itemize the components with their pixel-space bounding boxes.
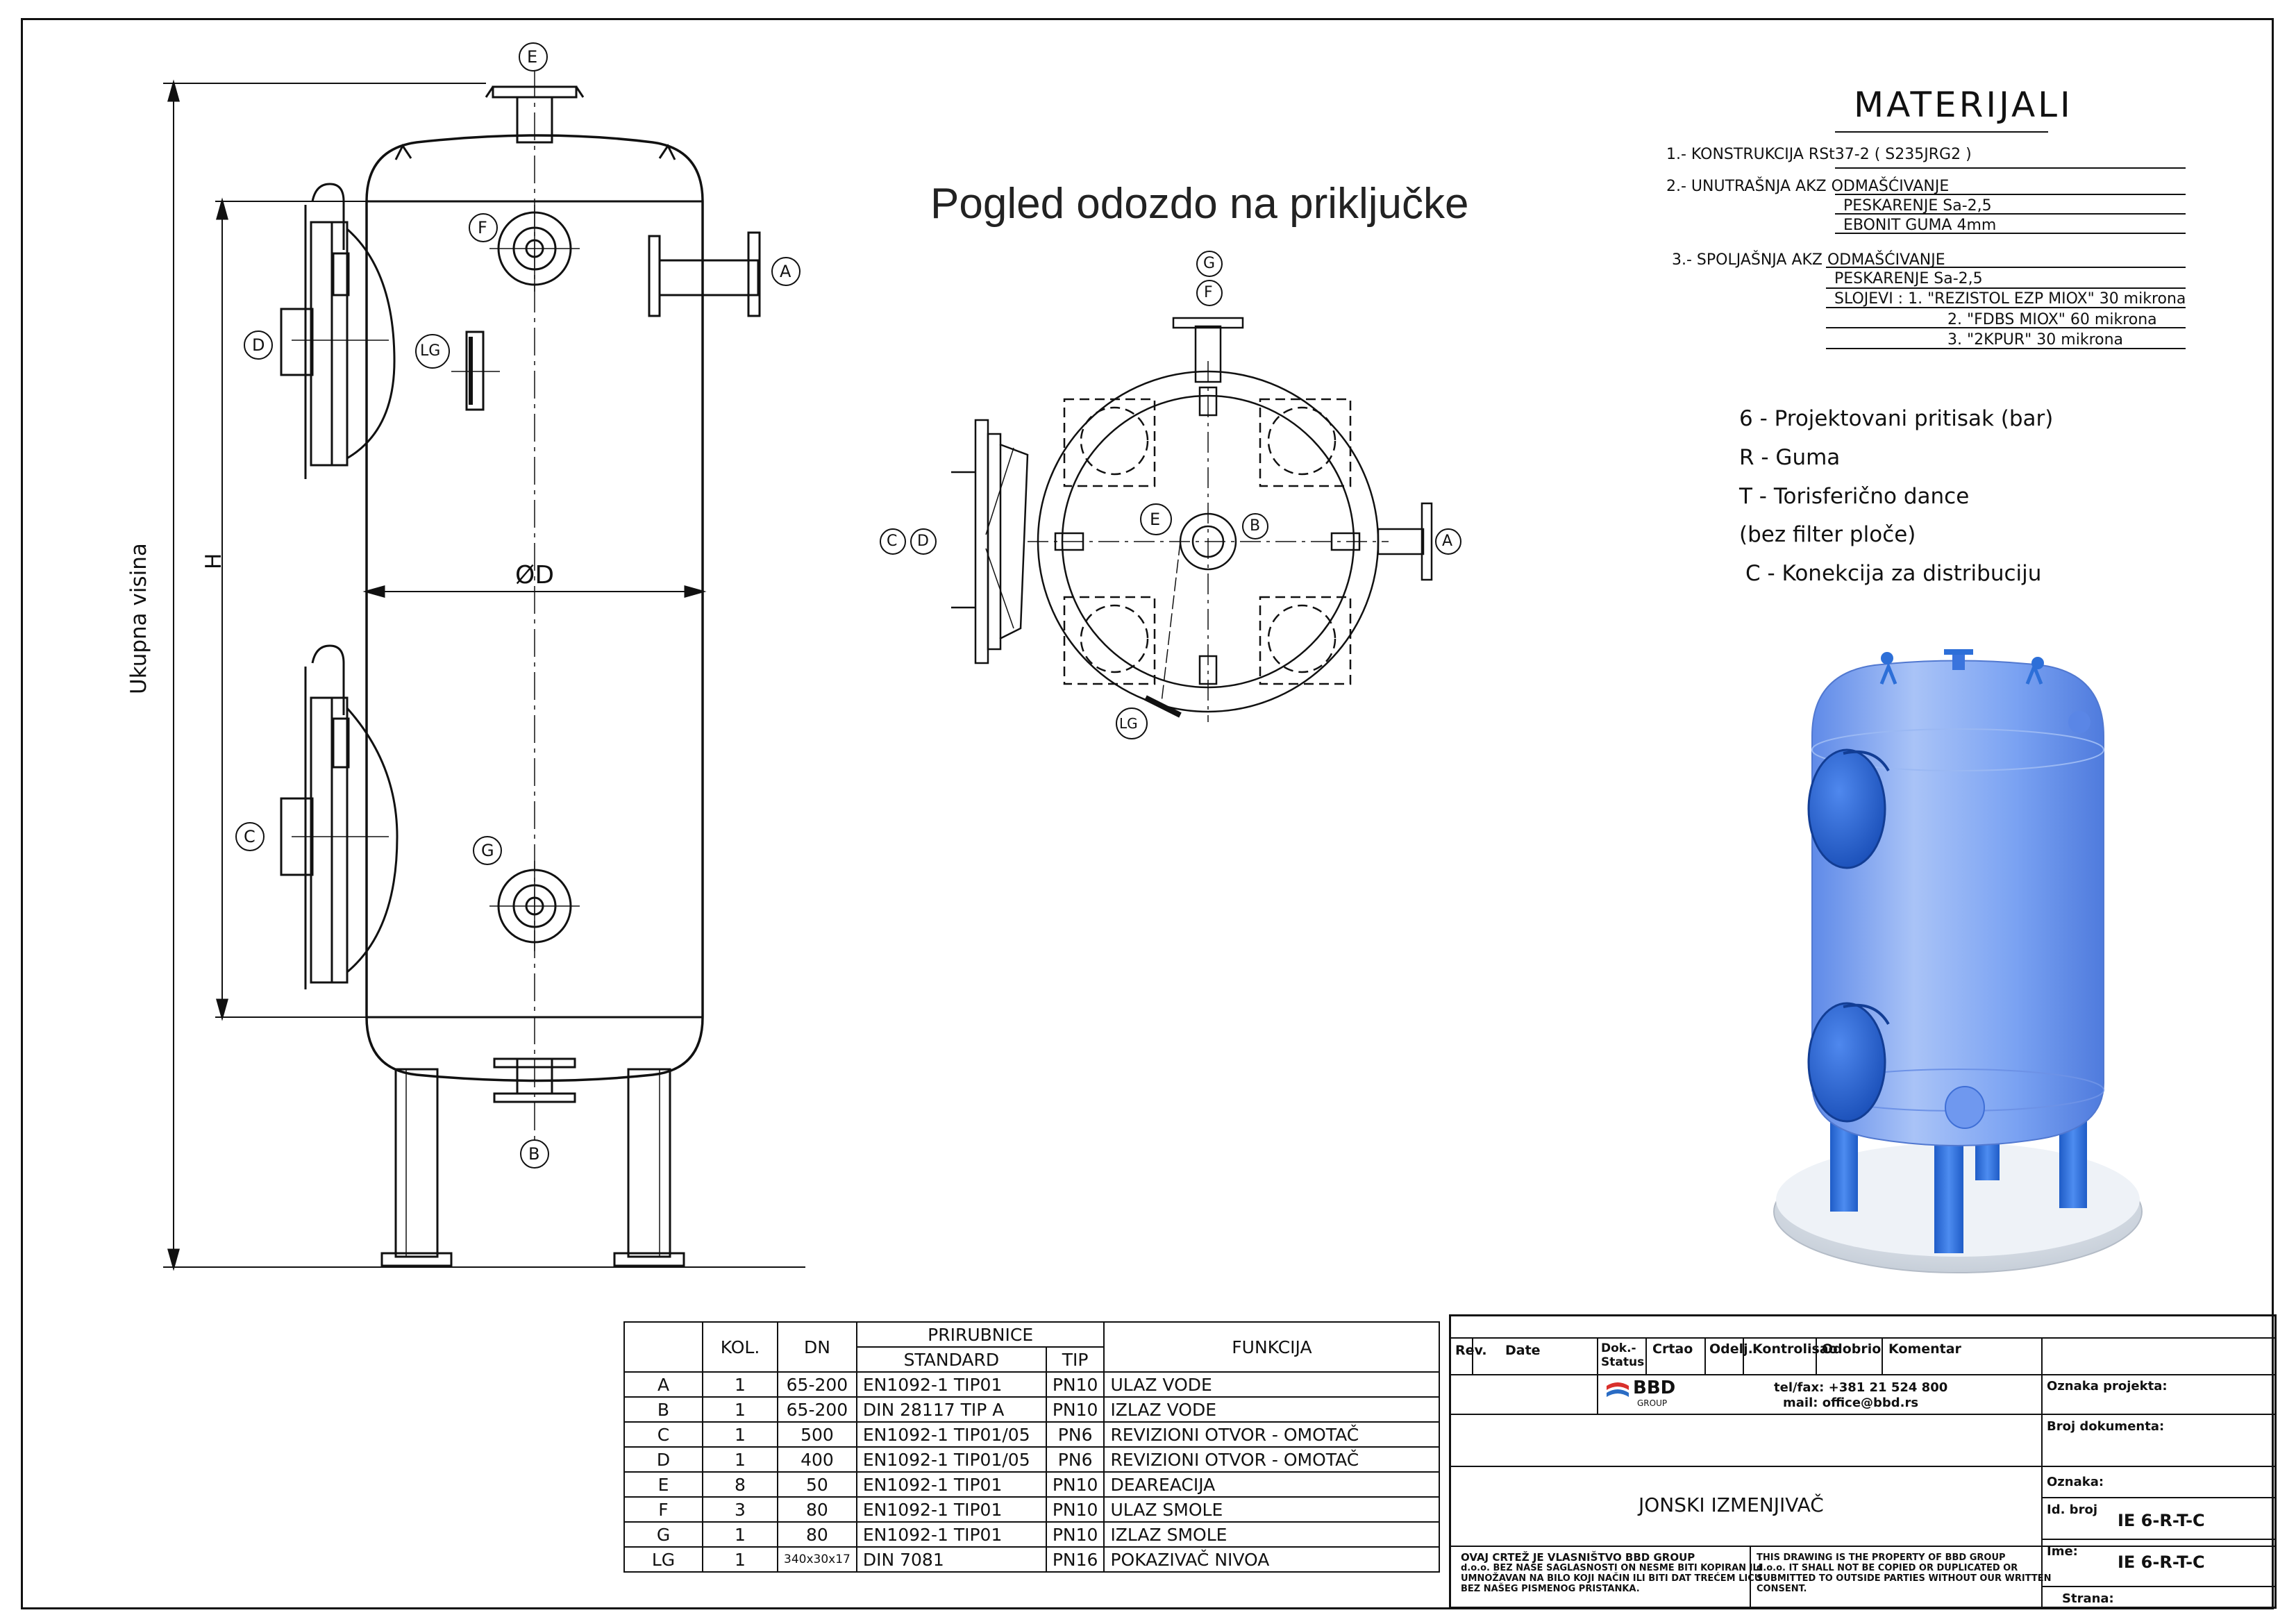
plan-bubble-b: B (1250, 517, 1261, 535)
plan-bubble-f: F (1204, 284, 1213, 301)
plan-bubble-a: A (1442, 533, 1453, 550)
col-prirubnice: PRIRUBNICE (855, 1321, 1105, 1348)
tb-broj-dokumenta: Broj dokumenta: (2047, 1419, 2165, 1434)
tb-dok: Dok.- (1601, 1341, 1636, 1355)
bubble-d: D (252, 335, 265, 355)
bottom-view (951, 317, 1433, 722)
materials-line-6: PESKARENJE Sa-2,5 (1834, 270, 1983, 287)
materials-line-7: SLOJEVI : 1. "REZISTOL EZP MIOX" 30 mikr… (1834, 290, 2186, 308)
legend-head: T - Torisferično dance (1739, 484, 1970, 509)
tb-oznaka: Oznaka: (2047, 1475, 2104, 1489)
bbd-logo-icon (1605, 1379, 1630, 1404)
front-elevation (163, 69, 805, 1271)
vessel-3d-render (1773, 649, 2143, 1273)
h-label: H (201, 553, 226, 569)
bubble-f: F (478, 218, 487, 237)
tb-date: Date (1505, 1343, 1541, 1358)
materials-line-1: 1.- KONSTRUKCIJA RSt37-2 ( S235JRG2 ) (1666, 146, 1972, 163)
bubble-b: B (528, 1144, 540, 1164)
tb-kontrolisao: Kontrolisao (1752, 1341, 1838, 1357)
plan-bubble-d: D (917, 533, 929, 550)
tb-odobrio: Odobrio (1822, 1341, 1882, 1357)
bubble-e: E (527, 47, 538, 67)
drawing-frame (21, 18, 2274, 1609)
bubble-lg: LG (420, 342, 441, 360)
tb-id-value: IE 6-R-T-C (2118, 1511, 2205, 1530)
front-labels (235, 42, 801, 1169)
tb-oznaka-projekta: Oznaka projekta: (2047, 1379, 2168, 1393)
tb-id-broj: Id. broj (2047, 1502, 2097, 1517)
col-standard: STANDARD (855, 1346, 1047, 1373)
bottom-labels (880, 251, 1461, 739)
legend-rubber: R - Guma (1739, 445, 1841, 470)
tb-strana: Strana: (2062, 1591, 2114, 1606)
plan-bubble-g: G (1203, 255, 1216, 272)
bubble-a: A (780, 262, 791, 281)
tb-ime: Ime: (2047, 1544, 2078, 1559)
col-dn: DN (777, 1321, 857, 1373)
tb-crtao: Crtao (1652, 1341, 1693, 1357)
materials-line-8: 2. "FDBS MIOX" 60 mikrona (1947, 311, 2157, 328)
materials-line-5: 3.- SPOLJAŠNJA AKZ ODMAŠĆIVANJE (1672, 251, 1945, 269)
bubble-c: C (244, 827, 255, 846)
legend-pressure: 6 - Projektovani pritisak (bar) (1739, 406, 2054, 431)
legend-distribution: C - Konekcija za distribuciju (1745, 561, 2042, 586)
view-title: Pogled odozdo na priključke (930, 180, 1469, 228)
materials-line-3: PESKARENJE Sa-2,5 (1843, 197, 1992, 215)
col-funkcija: FUNKCIJA (1103, 1321, 1441, 1373)
drawing-title: JONSKI IZMENJIVAČ (1639, 1493, 1824, 1516)
tb-company: BBD (1633, 1378, 1676, 1398)
tb-rev: Rev. (1455, 1343, 1487, 1358)
materials-line-9: 3. "2KPUR" 30 mikrona (1947, 331, 2124, 349)
tb-odelj: Odelj. (1709, 1341, 1753, 1357)
bubble-g: G (481, 841, 494, 860)
title-block: Rev. Date Dok.- Status Crtao Odelj. Kont… (1449, 1314, 2277, 1609)
materials-title: MATERIJALI (1854, 85, 2073, 125)
tb-tel: tel/fax: +381 21 524 800 (1774, 1380, 1948, 1395)
materials-lines (1826, 131, 2186, 349)
notice-en: THIS DRAWING IS THE PROPERTY OF BBD GROU… (1757, 1552, 2052, 1594)
connections-table: KOL. DN PRIRUBNICE FUNKCIJA STANDARD TIP… (623, 1321, 1441, 1573)
plan-bubble-lg: LG (1119, 715, 1138, 732)
total-height-label: Ukupna visina (126, 543, 151, 694)
plan-bubble-e: E (1150, 510, 1161, 529)
materials-line-2: 2.- UNUTRAŠNJA AKZ ODMAŠĆIVANJE (1666, 178, 1950, 195)
notice-sr: OVAJ CRTEŽ JE VLASNIŠTVO BBD GROUP d.o.o… (1461, 1551, 1762, 1595)
materials-line-4: EBONIT GUMA 4mm (1843, 217, 1997, 234)
col-kol: KOL. (702, 1321, 778, 1373)
tb-company-sub: GROUP (1637, 1398, 1668, 1408)
tb-status: Status (1601, 1355, 1645, 1369)
tb-ime-value: IE 6-R-T-C (2118, 1552, 2205, 1572)
col-tip: TIP (1045, 1346, 1105, 1373)
tb-mail: mail: office@bbd.rs (1783, 1396, 1919, 1410)
legend-no-filter: (bez filter ploče) (1739, 522, 1916, 547)
plan-bubble-c: C (887, 533, 898, 550)
diameter-label: ØD (515, 561, 555, 589)
tb-komentar: Komentar (1888, 1341, 1961, 1357)
